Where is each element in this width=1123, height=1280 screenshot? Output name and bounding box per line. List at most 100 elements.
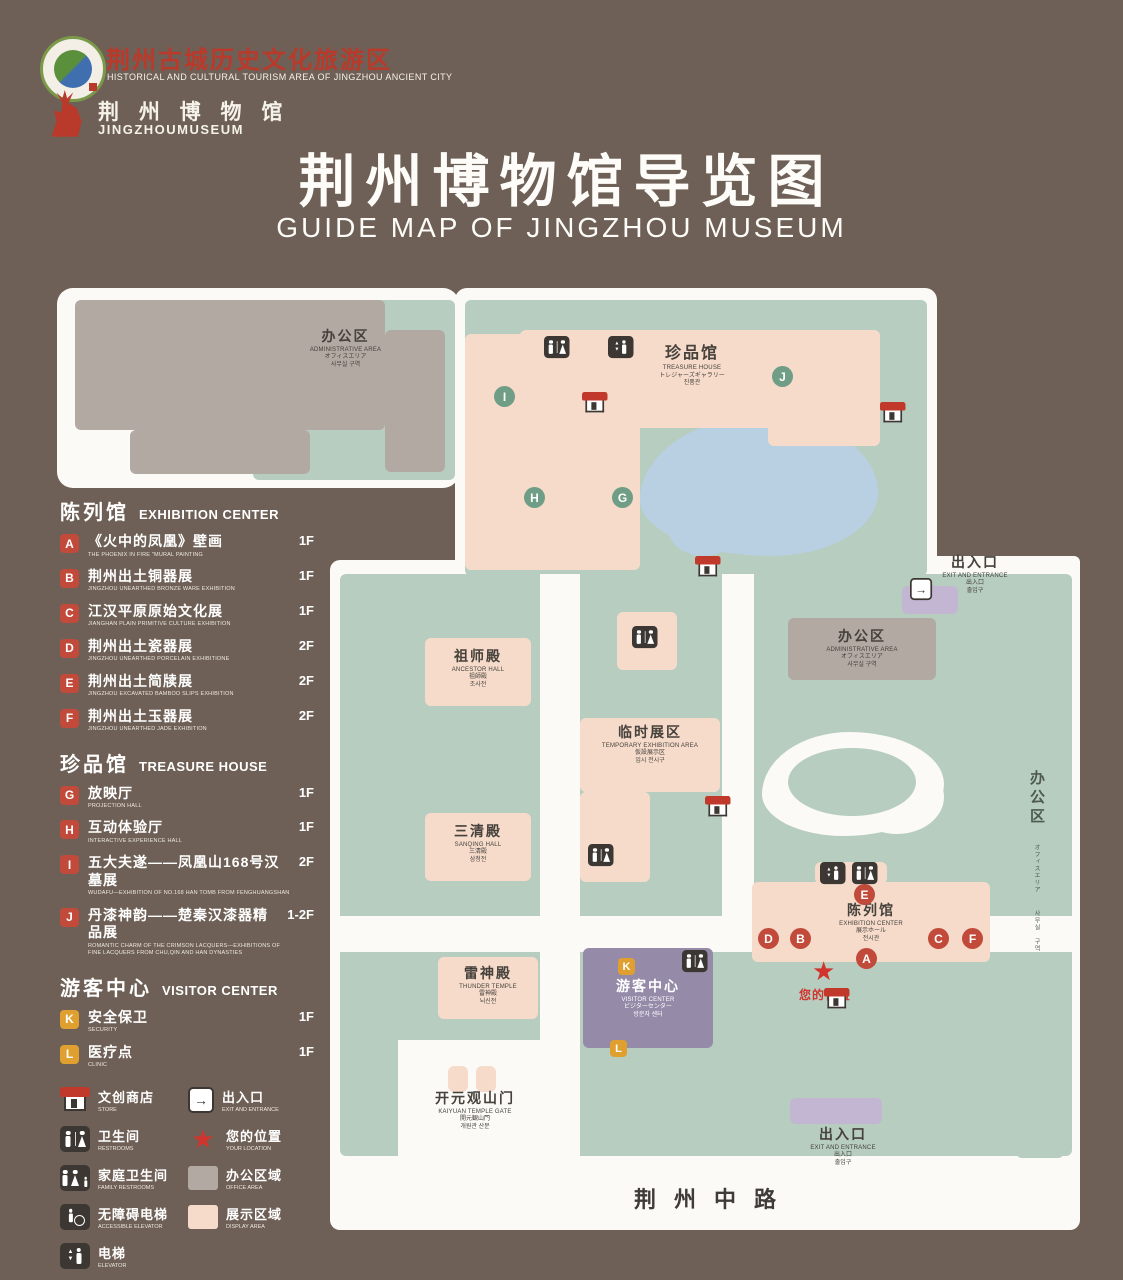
restroom-icon — [60, 1126, 90, 1153]
child-figure-icon — [83, 1177, 87, 1187]
shop-body — [708, 804, 728, 817]
key-en: DISPLAY AREA — [226, 1224, 265, 1231]
map-marker-k: K — [618, 958, 635, 975]
item-floor: 2F — [298, 707, 314, 723]
admin-strip-area — [1016, 588, 1064, 1158]
badge-c: C — [60, 603, 79, 623]
item-floor: 1F — [298, 819, 314, 835]
female-figure-icon — [698, 954, 704, 968]
page-subtitle: GUIDE MAP OF JINGZHOU MUSEUM — [276, 212, 847, 243]
key-en: ACCESSIBLE ELEVATOR — [98, 1224, 163, 1231]
label-cn: 出入口 — [819, 1126, 867, 1142]
gate-pillar-east — [476, 1066, 496, 1092]
label-kr: 사무실 구역 — [330, 361, 361, 368]
exit-icon: → — [188, 1087, 214, 1114]
label-kr: 사무실 구역 — [1033, 910, 1039, 952]
office-area-swatch — [188, 1166, 218, 1191]
building-thunder-temple — [438, 957, 538, 1019]
map-marker-j: J — [772, 366, 793, 387]
map-marker-g: G — [612, 487, 633, 508]
building-admin-northwest-east-wing — [385, 330, 445, 472]
store-icon — [582, 392, 608, 414]
item-cn: 五大夫遂——凤凰山168号汉墓展 — [88, 854, 280, 888]
page-title: 荆州博物馆导览图 — [298, 150, 835, 214]
female-figure-icon — [604, 848, 610, 862]
key-cn: 展示区域 — [226, 1207, 283, 1223]
shop-body — [698, 564, 718, 577]
item-cn: 荆州出土铜器展 — [88, 567, 193, 584]
label-en: EXIT AND ENTRANCE — [942, 572, 1008, 579]
restroom-icon — [632, 626, 658, 649]
key-cn: 办公区域 — [226, 1168, 283, 1184]
label-en: TREASURE HOUSE — [662, 365, 722, 371]
building-exit-south — [790, 1098, 882, 1124]
elevator-icon: ▲▼ — [820, 862, 846, 885]
map-marker-l: L — [610, 1040, 627, 1057]
label-jp: オフィスエリア — [1033, 844, 1039, 893]
label-kr: 사무실 구역 — [847, 661, 877, 668]
label-jp: オフィスエリア — [324, 354, 367, 360]
your-location-star-icon: ★ — [191, 1124, 215, 1155]
item-en: ROMANTIC CHARM OF THE CRIMSON LACQUERS—E… — [88, 942, 281, 957]
item-en: CLINIC — [88, 1062, 108, 1069]
road-name: 荆州中路 — [633, 1187, 794, 1212]
legend-section-exhibition-center: 陈列馆 EXHIBITION CENTER — [60, 496, 314, 525]
item-floor: 1F — [298, 1008, 314, 1024]
label-kr: 출입구 — [966, 587, 984, 594]
item-cn: 安全保卫 — [88, 1008, 148, 1025]
person-figure-icon — [68, 1209, 74, 1223]
label-cn: 办公区 — [321, 328, 370, 344]
label-jp: 仮設展示区 — [634, 750, 665, 756]
item-en: INTERACTIVE EXPERIENCE HALL — [88, 837, 183, 844]
your-location-star-icon: ★ — [812, 956, 836, 986]
label-jp: ビジターセンター — [624, 1004, 672, 1010]
label-kr: 조사전 — [469, 681, 487, 688]
restroom-icon — [682, 950, 708, 973]
awning — [60, 1087, 90, 1098]
label-cn: 游客中心 — [616, 978, 680, 994]
female-figure-icon — [79, 1131, 86, 1148]
key-cn: 出入口 — [222, 1090, 265, 1106]
divider — [864, 867, 866, 879]
exit-icon: → — [910, 578, 933, 601]
badge-b: B — [60, 568, 79, 588]
label-exit-south: 出入口 EXIT AND ENTRANCE 出入口 출입구 — [798, 1126, 888, 1167]
label-kr: 뇌신전 — [479, 998, 497, 1005]
shop-body — [883, 410, 903, 423]
section-title-cn: 游客中心 — [60, 977, 152, 1000]
label-cn: 临时展区 — [618, 724, 682, 740]
label-kr: 진품관 — [683, 380, 701, 386]
tourism-area-name: 荆州古城历史文化旅游区 — [106, 47, 392, 74]
item-en: JINGZHOU UNEARTHED BRONZE WARE EXHIBITIO… — [88, 586, 235, 593]
map-marker-c: C — [928, 928, 949, 949]
item-en: JINGZHOU UNEARTHED PORCELAIN EXHIBITIONE — [88, 656, 230, 663]
label-jp: 出入口 — [833, 1152, 852, 1158]
label-en: EXHIBITION CENTER — [839, 920, 903, 927]
label-cn: 祖师殿 — [454, 648, 502, 664]
male-figure-icon — [548, 340, 554, 354]
item-floor: 2F — [298, 637, 314, 653]
item-floor: 1F — [298, 533, 314, 548]
divider — [644, 631, 646, 643]
